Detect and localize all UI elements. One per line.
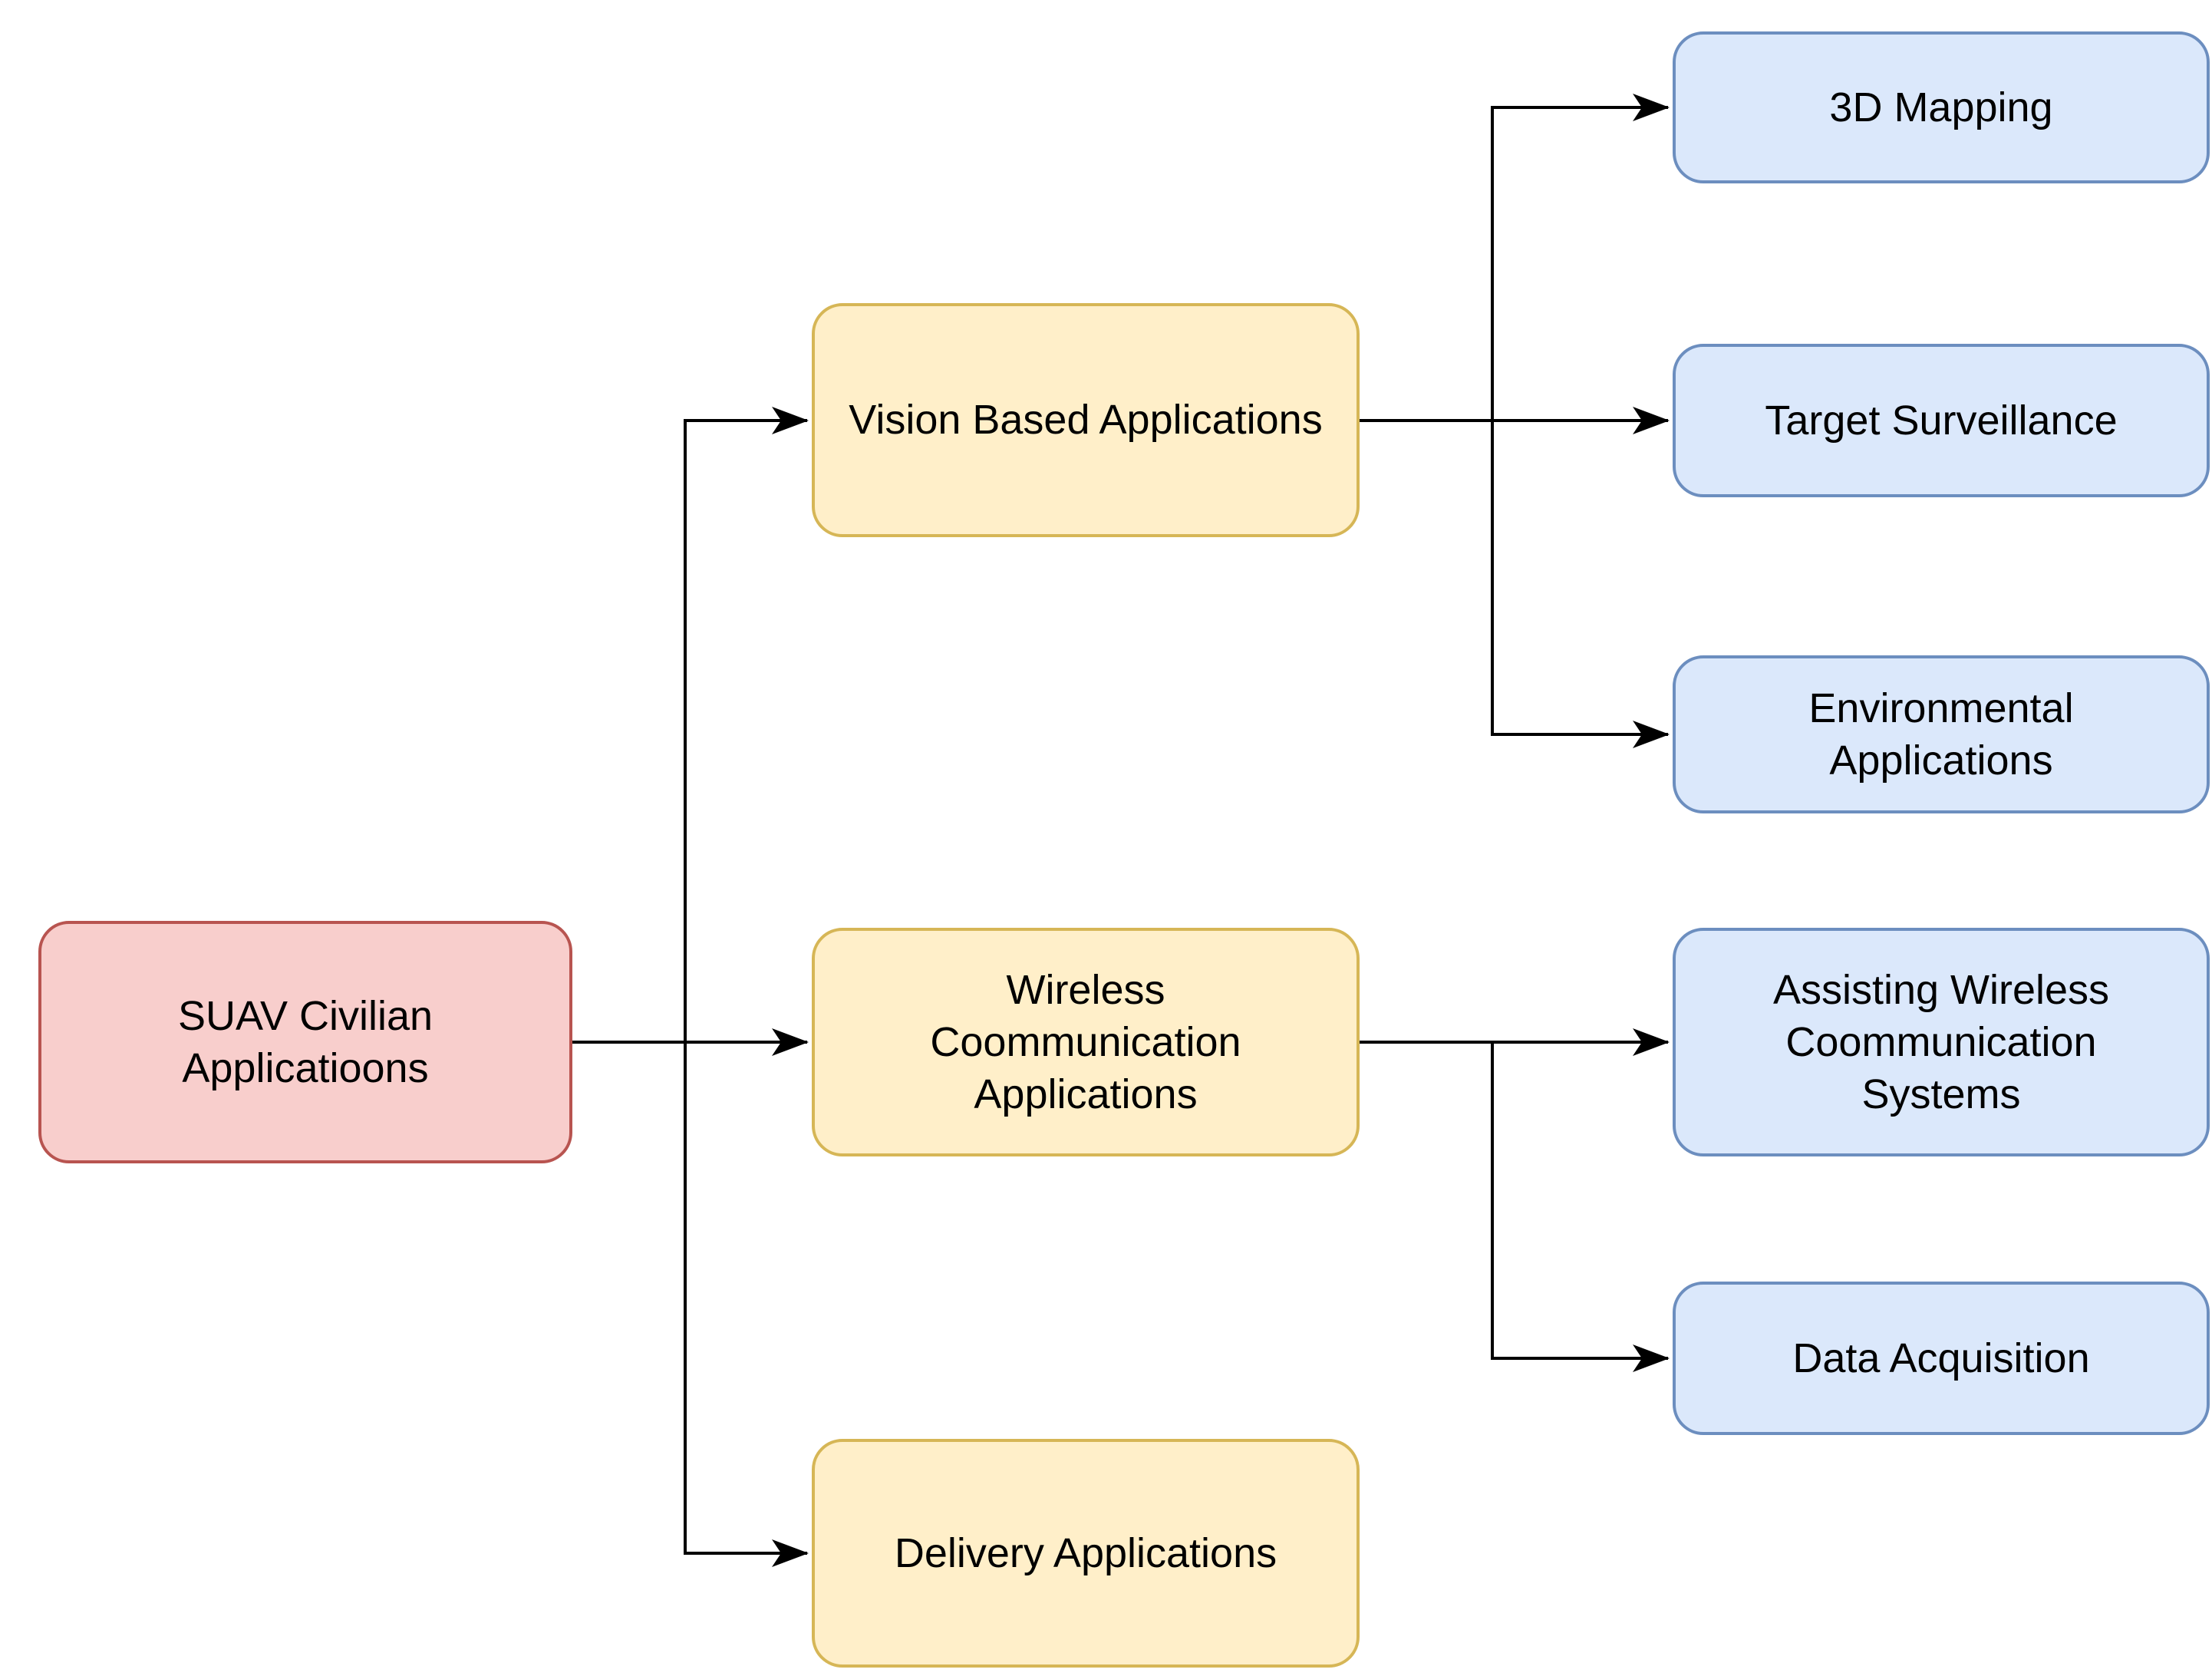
node-vision-based-applications: Vision Based Applications xyxy=(812,303,1360,537)
edge-root-vision xyxy=(572,407,809,1044)
edge-vision-environmental xyxy=(1360,419,1670,748)
node-environmental-applications: Environmental Applications xyxy=(1673,655,2210,813)
node-3d-mapping: 3D Mapping xyxy=(1673,31,2210,183)
node-assisting-wireless-communication-systems: Assisting Wireless Coommunication System… xyxy=(1673,928,2210,1156)
node-wireless-communication-applications: Wireless Coommunication Applications xyxy=(812,928,1360,1156)
edge-vision-mapping xyxy=(1360,94,1670,422)
node-target-surveillance: Target Surveillance xyxy=(1673,344,2210,497)
edge-wireless-data-acquisition xyxy=(1360,1041,1670,1372)
edge-root-delivery xyxy=(572,1041,809,1567)
node-delivery-applications: Delivery Applications xyxy=(812,1439,1360,1668)
node-suav-civilian-applications: SUAV Civilian Applicatioons xyxy=(38,921,572,1163)
node-data-acquisition: Data Acquisition xyxy=(1673,1282,2210,1435)
